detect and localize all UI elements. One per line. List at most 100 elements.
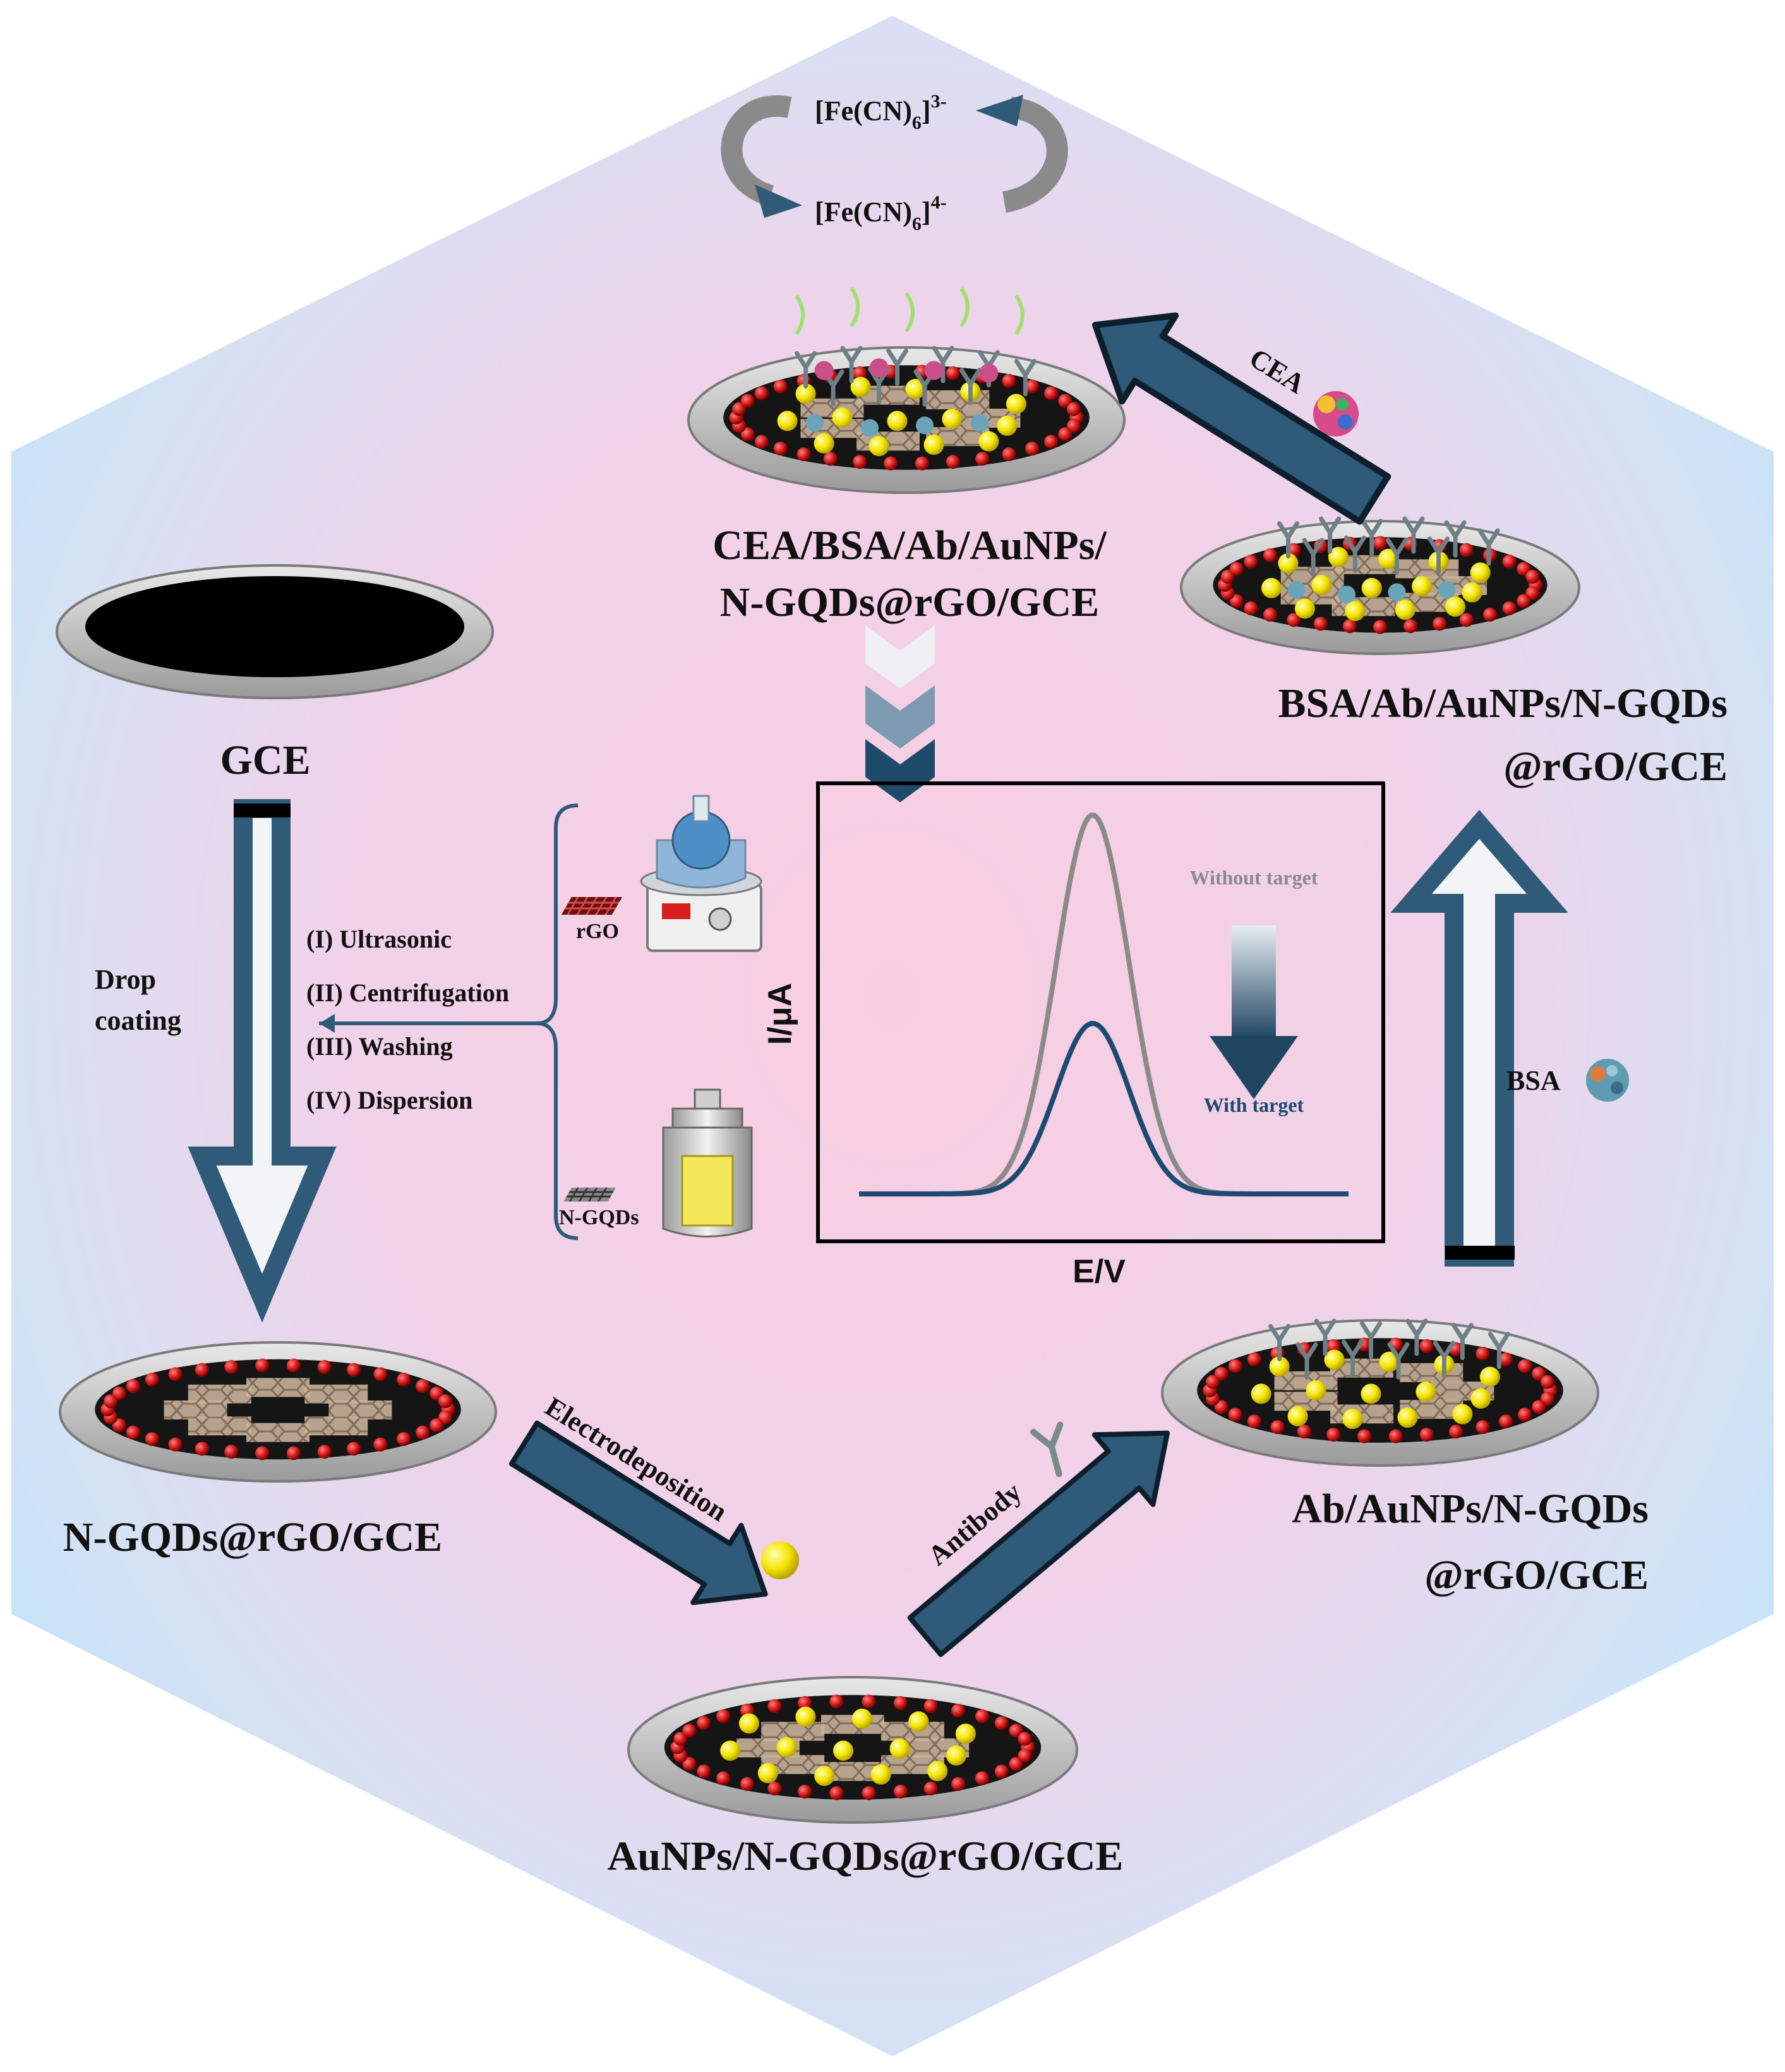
oxygen-bead	[1532, 1366, 1546, 1381]
autoclave-icon	[662, 1088, 753, 1238]
gold-nanoparticle-icon	[761, 1541, 799, 1579]
oxygen-bead	[1025, 442, 1040, 456]
ngqd-patch	[304, 1384, 368, 1404]
antibody	[1268, 1323, 1291, 1361]
rgo-label: rGO	[576, 920, 619, 943]
oxygen-bead	[1297, 1424, 1311, 1439]
bsa-molecule	[1338, 586, 1356, 604]
oxygen-bead	[347, 1363, 361, 1377]
redox-cycle	[721, 95, 1068, 218]
oxygen-bead	[951, 1777, 966, 1792]
gold-nanoparticle	[1395, 599, 1415, 620]
oxygen-bead	[397, 1373, 411, 1387]
oxygen-bead	[1449, 1424, 1463, 1439]
gold-nanoparticle	[1479, 1366, 1500, 1387]
antibody-icon	[1030, 1421, 1064, 1478]
antibody	[1427, 536, 1450, 574]
oxygen-bead	[732, 402, 747, 416]
oxygen-bead	[1525, 570, 1540, 584]
gold-nanoparticle	[889, 1738, 910, 1759]
oxygen-bead	[1044, 386, 1059, 401]
y-axis-label: I/μA	[762, 983, 798, 1045]
ferricyanide-label: [Fe(CN)6]3-	[815, 91, 947, 133]
decrease-arrow-icon	[1210, 1036, 1298, 1099]
drop-coating-label-line2: coating	[95, 1005, 181, 1036]
oxygen-bead	[1499, 1414, 1513, 1429]
signal-swirl	[850, 287, 860, 327]
ngqd-patch	[1395, 559, 1459, 579]
oxygen-bead	[1540, 1392, 1554, 1406]
oxygen-bead	[1517, 594, 1531, 608]
oxygen-bead	[1229, 562, 1244, 576]
oxygen-bead	[1517, 562, 1531, 576]
oxygen-bead	[740, 1777, 754, 1792]
oxygen-bead	[1206, 1375, 1220, 1389]
oxygen-bead	[853, 366, 867, 380]
oxygen-bead	[1247, 1352, 1261, 1366]
gold-nanoparticle	[1412, 575, 1433, 596]
gold-nanoparticle	[927, 1761, 948, 1781]
oxygen-bead	[796, 447, 811, 462]
oxygen-bead	[1214, 1366, 1229, 1381]
gold-nanoparticle	[1462, 582, 1482, 603]
cea-molecule	[979, 363, 999, 383]
oxygen-bead	[145, 1373, 159, 1387]
oxygen-bead	[255, 1446, 270, 1461]
ngqd-patch	[188, 1416, 251, 1436]
antibody	[1477, 528, 1500, 566]
gold-nanoparticle	[738, 1713, 759, 1734]
antibody	[1360, 1321, 1383, 1359]
gold-nanoparticle	[1445, 596, 1466, 617]
gold-nanoparticle	[887, 411, 908, 431]
antibody	[1314, 1318, 1337, 1356]
antibody	[795, 351, 817, 388]
gold-nanoparticle	[1328, 546, 1349, 567]
gce-electrode	[56, 564, 494, 699]
ngqd-patch	[246, 1423, 310, 1442]
bsa-electrode	[1180, 516, 1580, 655]
antibody	[1319, 516, 1342, 554]
drop-coating-label-line1: Drop	[95, 964, 156, 995]
gold-nanoparticle	[1361, 577, 1382, 598]
oxygen-bead	[1263, 608, 1277, 622]
ngqds-icon	[563, 1188, 616, 1202]
oxygen-bead	[862, 1786, 876, 1800]
bsa-arrow	[1390, 810, 1568, 1267]
oxygen-bead	[673, 1732, 688, 1746]
oxygen-bead	[255, 1358, 270, 1373]
oxygen-bead	[1419, 1428, 1434, 1442]
oxygen-bead	[754, 386, 769, 401]
oxygen-bead	[946, 455, 960, 469]
gold-nanoparticle	[1324, 1349, 1345, 1370]
oxygen-bead	[1244, 601, 1258, 615]
oxygen-bead	[195, 1442, 209, 1456]
oxygen-bead	[1002, 373, 1016, 388]
signal-swirl	[795, 294, 805, 335]
oxygen-bead	[740, 427, 755, 442]
oxygen-bead	[1326, 1339, 1341, 1353]
antibody	[1444, 520, 1467, 558]
ngqd-patch	[164, 1400, 227, 1419]
antibody	[1277, 521, 1299, 559]
oxygen-bead	[862, 1694, 876, 1709]
ngqd-patch	[304, 1416, 368, 1436]
oxygen-bead	[975, 1709, 989, 1723]
bsa-label-line1: BSA/Ab/AuNPs/N-GQDs	[1278, 680, 1728, 726]
cea-molecule	[814, 361, 834, 380]
oxygen-bead	[884, 456, 898, 471]
oxygen-bead	[416, 1425, 430, 1440]
oxygen-bead	[317, 1359, 332, 1374]
oxygen-bead	[1058, 427, 1073, 442]
antibody	[1295, 1342, 1318, 1380]
gold-nanoparticle	[868, 436, 889, 457]
cea-arrow	[1092, 312, 1391, 525]
oxygen-bead	[1002, 447, 1016, 462]
oxygen-bead	[286, 1446, 301, 1461]
oxygen-bead	[1044, 435, 1059, 449]
gold-nanoparticle	[832, 407, 853, 428]
oxygen-bead	[168, 1437, 183, 1452]
ab-label-line2: @rGO/GCE	[1424, 1552, 1649, 1598]
oxygen-bead	[975, 452, 990, 466]
antibody	[959, 368, 982, 406]
oxygen-bead	[1009, 1723, 1023, 1738]
